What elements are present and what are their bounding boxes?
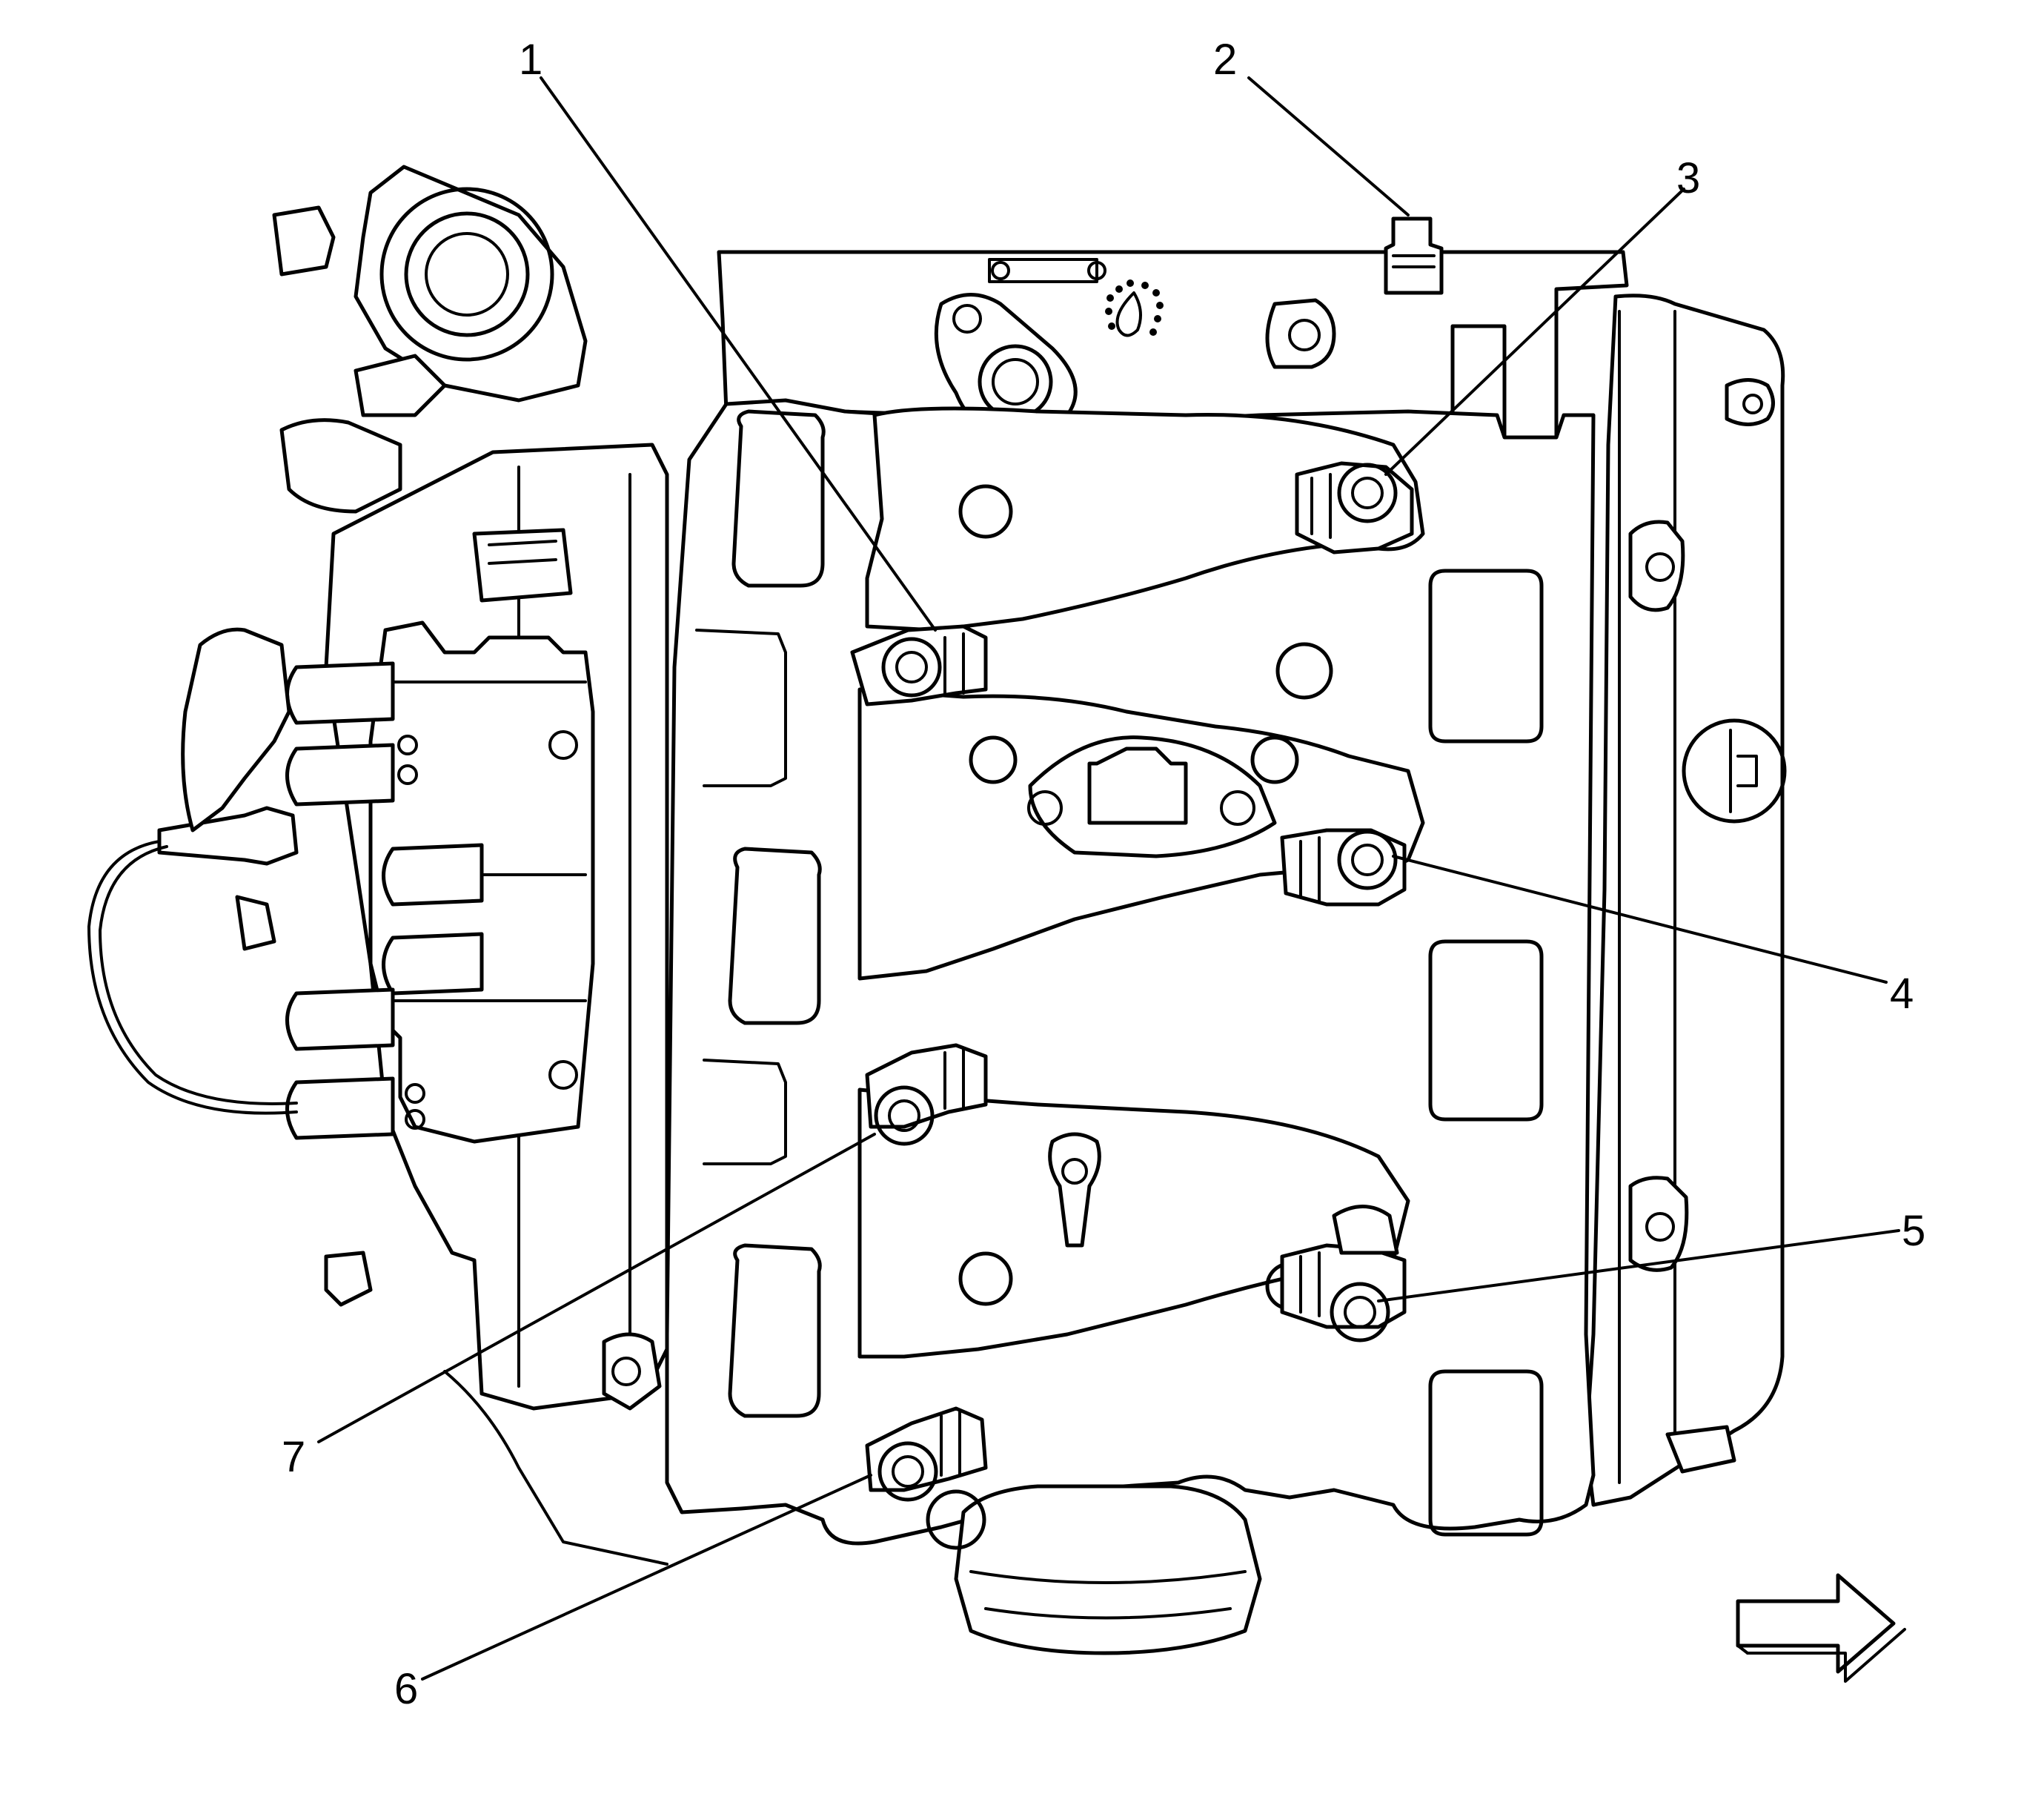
fuel-injector-6 [865,1406,988,1502]
leader-line-6 [421,1474,872,1681]
leader-line-3 [1384,188,1685,476]
callout-labels: 1 2 3 4 5 6 7 [282,36,1925,1713]
leader-line-2 [1247,76,1410,216]
fuel-injector-4 [1280,828,1407,907]
callout-5: 5 [1902,1207,1925,1255]
fuel-injector-3 [1295,461,1414,554]
leader-line-7 [317,1133,876,1443]
leader-line-4 [1392,855,1888,984]
engine-block [87,165,1787,1655]
callout-1: 1 [519,36,542,84]
callout-7: 7 [282,1433,305,1481]
callout-leaders [317,76,1900,1681]
callout-3: 3 [1676,154,1700,202]
leader-line-5 [1377,1229,1900,1302]
right-arrow-icon [1736,1573,1906,1683]
fuel-injector-1 [850,624,988,706]
callout-6: 6 [394,1665,418,1713]
fuel-injector-7 [865,1043,988,1146]
leader-line-1 [540,76,937,632]
callout-4: 4 [1890,970,1914,1018]
callout-2: 2 [1213,36,1237,84]
fuel-injector-5 [1280,1205,1407,1342]
